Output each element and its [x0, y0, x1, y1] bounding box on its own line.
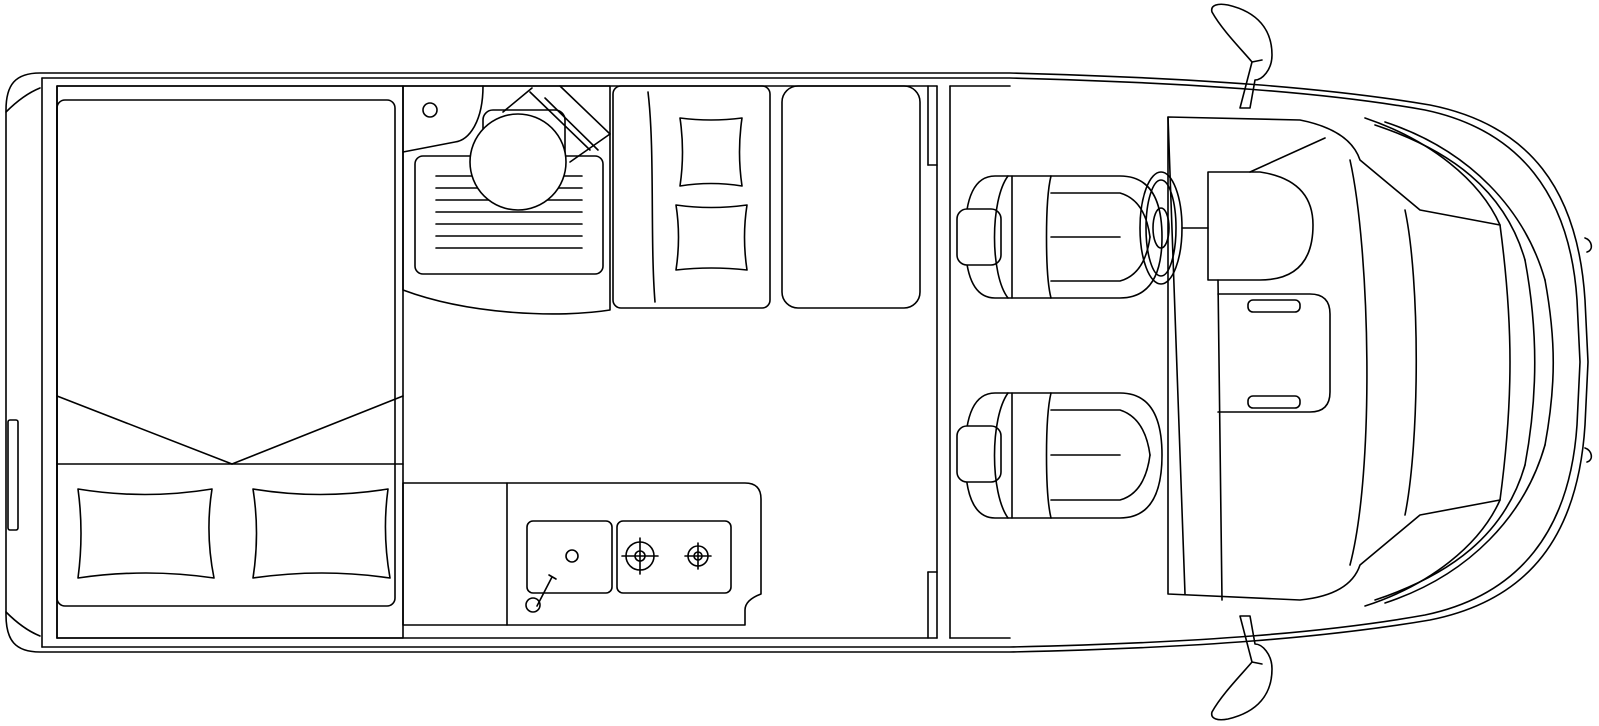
- seat-cushion-bottom: [676, 205, 747, 270]
- rear-light-bottom: [6, 612, 40, 636]
- wardrobe-divider: [648, 92, 655, 302]
- burner-large-icon: [622, 538, 658, 574]
- steering-wheel-rim-inner: [1146, 180, 1176, 276]
- driver-headrest: [957, 209, 1001, 265]
- sink-basin: [527, 521, 612, 593]
- rear-light-top: [6, 88, 40, 112]
- dashboard-wiper-left: [1250, 138, 1325, 172]
- mirror-top-arm: [1252, 60, 1262, 62]
- hood-line-bottom: [1375, 465, 1525, 600]
- hood-line-outer: [1525, 260, 1535, 465]
- rear-step: [8, 420, 18, 530]
- hood-line-top: [1375, 125, 1525, 260]
- duvet-fold-left: [57, 396, 232, 464]
- passenger-backrest: [995, 393, 1009, 518]
- passenger-bolster-bottom: [1051, 455, 1150, 500]
- windshield-line: [1405, 210, 1416, 515]
- faucet-base: [526, 598, 540, 612]
- stove-top: [617, 521, 731, 593]
- washroom-shell: [403, 86, 610, 314]
- driver-backrest-inner: [1047, 176, 1052, 298]
- dashboard-outline: [1168, 117, 1510, 600]
- van-body: [6, 73, 1591, 652]
- steering-wheel: [1140, 172, 1208, 284]
- wardrobe-frame: [613, 86, 770, 308]
- mirror-bottom-arm: [1252, 662, 1262, 664]
- dashboard: [1168, 117, 1553, 606]
- seat-cushion-top: [680, 118, 742, 186]
- washroom: [403, 86, 610, 314]
- dashboard-inner-edge: [1218, 280, 1222, 600]
- mirror-top-icon: [1212, 4, 1272, 108]
- steering-wheel-hub: [1153, 208, 1169, 248]
- dashboard-top-edge: [1168, 117, 1185, 594]
- duvet-fold-right: [232, 396, 403, 464]
- dashboard-instrument-pod: [1208, 172, 1313, 280]
- mattress: [57, 100, 395, 606]
- driver-seat: [957, 176, 1162, 298]
- windshield-base: [1350, 160, 1367, 565]
- passenger-backrest-inner: [1047, 393, 1052, 518]
- burner-small-icon: [685, 543, 711, 569]
- kitchen-counter: [403, 483, 761, 625]
- toilet-bowl: [470, 114, 566, 210]
- front-bumper-top-bump: [1585, 238, 1591, 252]
- front-bumper-bottom-bump: [1585, 448, 1591, 462]
- dashboard-center-console: [1218, 294, 1330, 412]
- passenger-seat: [957, 393, 1162, 518]
- hood-line-outer-2: [1545, 280, 1553, 445]
- windshield-frame-bottom: [1365, 500, 1500, 606]
- sink-drain-icon: [566, 550, 578, 562]
- van-inner-hull: [42, 78, 1580, 647]
- bed-frame: [57, 86, 403, 638]
- drain-icon: [423, 103, 437, 117]
- side-mirrors: [1212, 4, 1272, 719]
- passenger-bolster-top: [1051, 410, 1150, 455]
- mirror-bottom-icon: [1212, 616, 1272, 720]
- grille-line-bottom: [1385, 445, 1545, 603]
- pillow-left: [78, 489, 214, 578]
- driver-bolster-top: [1051, 193, 1150, 237]
- dinette-table: [782, 86, 920, 308]
- driver-bolster-bottom: [1051, 237, 1150, 281]
- windshield-frame-top: [1365, 118, 1500, 225]
- console-vent-top: [1248, 300, 1300, 312]
- grille-line: [1385, 122, 1545, 280]
- passenger-headrest: [957, 426, 1001, 482]
- pillow-right: [253, 489, 390, 578]
- van-outer-hull: [6, 73, 1588, 652]
- kitchen: [403, 483, 761, 625]
- console-vent-bottom: [1248, 396, 1300, 408]
- washbasin-counter: [403, 86, 483, 152]
- rear-bed: [57, 86, 403, 638]
- toilet-cistern: [503, 86, 610, 162]
- wardrobe: [613, 86, 770, 308]
- driver-backrest: [995, 176, 1009, 298]
